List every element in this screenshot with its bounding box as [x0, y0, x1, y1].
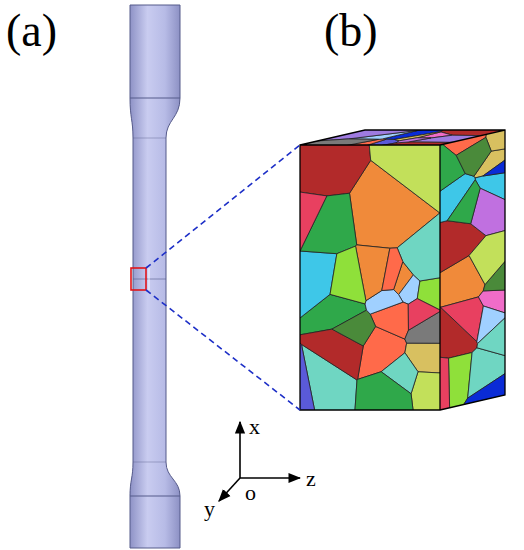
axis-label: x	[249, 416, 260, 438]
axis-label: y	[204, 498, 215, 520]
region-marker	[131, 268, 146, 290]
axis-label: z	[306, 468, 316, 490]
axis-label: o	[245, 482, 256, 504]
panel-label: (b)	[324, 8, 378, 54]
panel-label: (a)	[6, 8, 57, 54]
grain-cube	[296, 128, 509, 413]
zoom-leader	[146, 145, 300, 410]
tensile-specimen	[130, 5, 180, 548]
